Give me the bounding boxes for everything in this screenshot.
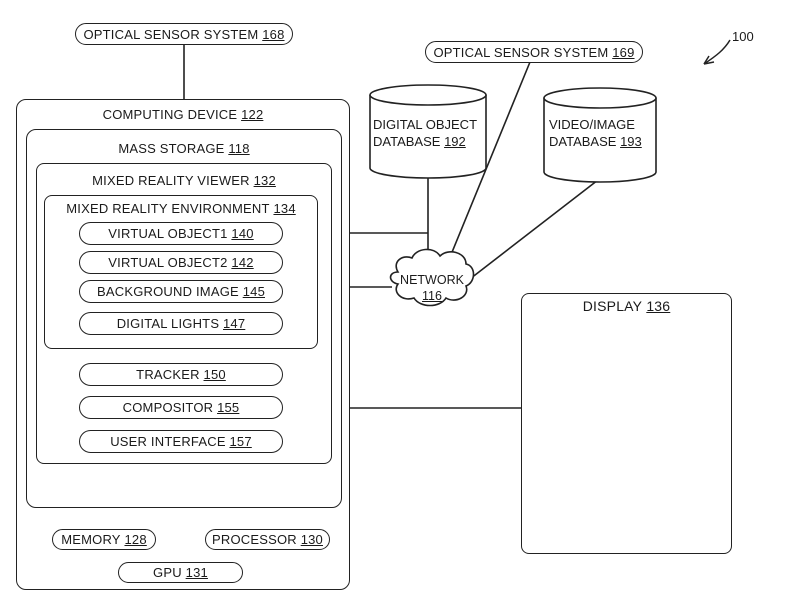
mass-storage-number: 118 <box>228 141 250 156</box>
digital-object-db-line1: DIGITAL OBJECT <box>373 117 478 132</box>
compositor: COMPOSITOR 155 <box>79 396 283 419</box>
tracker-label: TRACKER <box>136 367 200 382</box>
processor: PROCESSOR 130 <box>205 529 330 550</box>
digital-object-db-number: 192 <box>444 134 466 149</box>
video-image-database: VIDEO/IMAGE DATABASE 193 <box>549 116 642 150</box>
compositor-number: 155 <box>217 400 240 415</box>
memory: MEMORY 128 <box>52 529 156 550</box>
video-image-db-line1: VIDEO/IMAGE <box>549 117 635 132</box>
mass-storage-label: MASS STORAGE <box>118 141 225 156</box>
gpu-label: GPU <box>153 565 182 580</box>
optical-sensor-168-label: OPTICAL SENSOR SYSTEM <box>83 26 259 42</box>
processor-label: PROCESSOR <box>212 532 297 547</box>
network-label: NETWORK 116 <box>394 272 470 304</box>
digital-lights: DIGITAL LIGHTS 147 <box>79 312 283 335</box>
tracker-number: 150 <box>203 367 226 382</box>
background-image: BACKGROUND IMAGE 145 <box>79 280 283 303</box>
mixed-reality-viewer-number: 132 <box>253 173 276 188</box>
optical-sensor-169-label: OPTICAL SENSOR SYSTEM <box>433 44 609 60</box>
digital-lights-number: 147 <box>223 316 246 331</box>
virtual-object1-label: VIRTUAL OBJECT1 <box>108 226 228 241</box>
computing-device-label: COMPUTING DEVICE <box>102 107 238 122</box>
digital-lights-label: DIGITAL LIGHTS <box>116 316 220 331</box>
display-number: 136 <box>646 298 671 314</box>
network-number: 116 <box>422 289 442 303</box>
display-label: DISPLAY <box>582 298 643 314</box>
virtual-object2-label: VIRTUAL OBJECT2 <box>108 255 228 270</box>
mixed-reality-environment-label: MIXED REALITY ENVIRONMENT <box>66 201 270 216</box>
digital-object-database: DIGITAL OBJECT DATABASE 192 <box>373 116 477 150</box>
compositor-label: COMPOSITOR <box>122 400 214 415</box>
background-image-label: BACKGROUND IMAGE <box>97 284 239 299</box>
optical-sensor-169-number: 169 <box>612 44 635 60</box>
gpu: GPU 131 <box>118 562 243 583</box>
mixed-reality-viewer-title: MIXED REALITY VIEWER 132 <box>37 173 331 188</box>
mass-storage-title: MASS STORAGE 118 <box>27 141 341 156</box>
video-image-db-number: 193 <box>620 134 642 149</box>
virtual-object2-number: 142 <box>231 255 254 270</box>
user-interface-number: 157 <box>229 434 252 449</box>
optical-sensor-system-169: OPTICAL SENSOR SYSTEM 169 <box>425 41 643 63</box>
memory-label: MEMORY <box>61 532 121 547</box>
display-title: DISPLAY 136 <box>522 298 731 314</box>
virtual-object2: VIRTUAL OBJECT2 142 <box>79 251 283 274</box>
mixed-reality-environment-number: 134 <box>273 201 296 216</box>
mixed-reality-viewer-label: MIXED REALITY VIEWER <box>92 173 250 188</box>
memory-number: 128 <box>124 532 147 547</box>
optical-sensor-168-number: 168 <box>262 26 285 42</box>
tracker: TRACKER 150 <box>79 363 283 386</box>
network-cloud <box>389 248 475 307</box>
optical-sensor-system-168: OPTICAL SENSOR SYSTEM 168 <box>75 23 293 45</box>
digital-object-db-line2: DATABASE <box>373 134 441 149</box>
mixed-reality-environment-title: MIXED REALITY ENVIRONMENT 134 <box>45 201 317 216</box>
user-interface-label: USER INTERFACE <box>110 434 226 449</box>
figure-reference-number: 100 <box>732 29 754 44</box>
gpu-number: 131 <box>185 565 208 580</box>
computing-device-title: COMPUTING DEVICE 122 <box>17 107 349 122</box>
reference-arrow-icon <box>703 39 731 65</box>
display-box: DISPLAY 136 <box>521 293 732 554</box>
digital-object-database-cylinder <box>369 84 487 179</box>
computing-device-number: 122 <box>241 107 264 122</box>
virtual-object1: VIRTUAL OBJECT1 140 <box>79 222 283 245</box>
virtual-object1-number: 140 <box>231 226 254 241</box>
video-image-db-line2: DATABASE <box>549 134 617 149</box>
user-interface: USER INTERFACE 157 <box>79 430 283 453</box>
video-image-database-cylinder <box>543 87 657 183</box>
background-image-number: 145 <box>242 284 265 299</box>
processor-number: 130 <box>300 532 323 547</box>
network-label-text: NETWORK <box>400 273 464 287</box>
